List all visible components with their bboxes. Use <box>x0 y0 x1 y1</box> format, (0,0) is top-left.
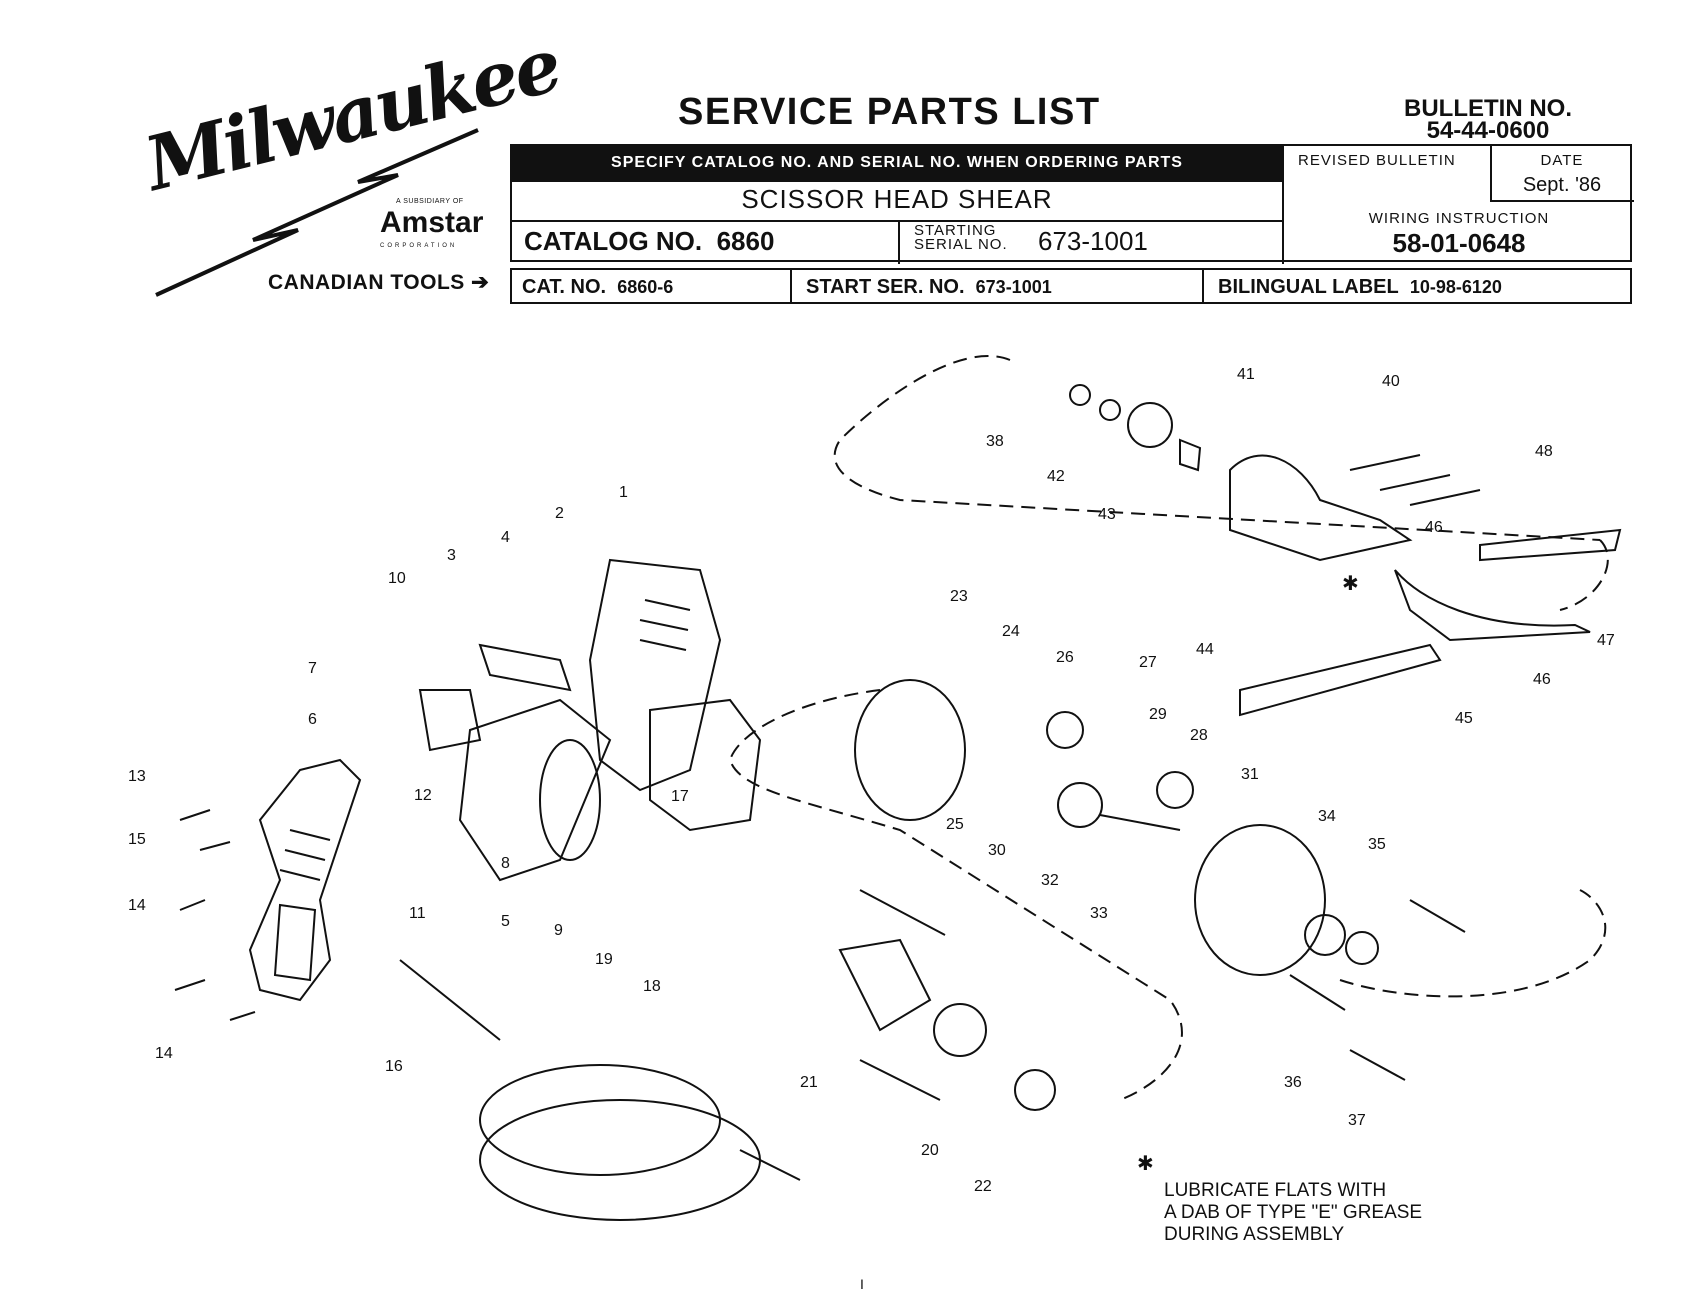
callout-46b: 46 <box>1533 671 1551 688</box>
bilingual-label: BILINGUAL LABEL 10-98-6120 <box>1218 276 1502 298</box>
canadian-row: CAT. NO. 6860-6 START SER. NO. 673-1001 … <box>510 268 1632 304</box>
callout-5: 5 <box>501 913 510 930</box>
date-label: DATE <box>1540 152 1584 169</box>
callout-28: 28 <box>1190 727 1208 744</box>
lightning-bolt-icon <box>155 128 479 297</box>
footer-mark: I <box>860 1276 864 1292</box>
callout-34: 34 <box>1318 808 1336 825</box>
callout-16: 16 <box>385 1058 403 1075</box>
callout-8: 8 <box>501 855 510 872</box>
callout-41: 41 <box>1237 366 1255 383</box>
page-title: SERVICE PARTS LIST <box>678 91 1101 133</box>
callout-43: 43 <box>1098 506 1116 523</box>
callout-19: 19 <box>595 951 613 968</box>
callout-11: 11 <box>409 905 426 922</box>
catalog-number: 6860 <box>716 226 775 256</box>
callout-14a: 14 <box>128 897 146 914</box>
ordering-instruction-bar: SPECIFY CATALOG NO. AND SERIAL NO. WHEN … <box>512 146 1282 180</box>
callout-29: 29 <box>1149 706 1167 723</box>
callout-7: 7 <box>308 660 317 677</box>
callout-48: 48 <box>1535 443 1553 460</box>
callout-17: 17 <box>671 788 689 805</box>
callout-10: 10 <box>388 570 406 587</box>
canadian-cat-no: CAT. NO. 6860-6 <box>522 276 674 298</box>
bulletin-block: BULLETIN NO. 54-44-0600 <box>1378 95 1598 144</box>
bulletin-label: BULLETIN NO. <box>1404 95 1572 122</box>
lubrication-note: LUBRICATE FLATS WITH A DAB OF TYPE "E" G… <box>1164 1180 1422 1246</box>
catalog-label: CATALOG NO. 6860 <box>524 226 775 256</box>
bulletin-number: 54-44-0600 <box>1426 117 1550 144</box>
callout-32: 32 <box>1041 872 1059 889</box>
callout-27: 27 <box>1139 654 1157 671</box>
callout-33: 33 <box>1090 905 1108 922</box>
callout-9: 9 <box>554 922 563 939</box>
callout-6: 6 <box>308 711 317 728</box>
callout-38: 38 <box>986 433 1004 450</box>
exploded-parts-diagram: ✱ ✱ <box>174 355 1622 1221</box>
starting-serial-label: STARTING SERIAL NO. <box>914 222 1008 253</box>
callout-26: 26 <box>1056 649 1074 666</box>
corporation-text: CORPORATION <box>380 243 458 249</box>
callout-31: 31 <box>1241 766 1259 783</box>
header-table: SPECIFY CATALOG NO. AND SERIAL NO. WHEN … <box>510 144 1634 264</box>
wiring-number: 58-01-0648 <box>1392 228 1526 258</box>
callout-14b: 14 <box>155 1045 173 1062</box>
callout-13: 13 <box>128 768 146 785</box>
callout-36: 36 <box>1284 1074 1302 1091</box>
callout-40: 40 <box>1382 373 1400 390</box>
arrow-right-icon: ➔ <box>471 271 490 294</box>
callout-45: 45 <box>1455 710 1473 727</box>
note-line-2: A DAB OF TYPE "E" GREASE <box>1164 1202 1423 1223</box>
asterisk-icon: ✱ <box>1137 1153 1154 1175</box>
callout-24: 24 <box>1002 623 1020 640</box>
note-line-3: DURING ASSEMBLY <box>1164 1224 1345 1245</box>
date-value: Sept. '86 <box>1522 174 1602 196</box>
asterisk-icon: ✱ <box>1342 573 1359 595</box>
callout-44: 44 <box>1196 641 1214 658</box>
milwaukee-logo: Milwaukee A SUBSIDIARY OF Amstar CORPORA… <box>137 22 567 310</box>
callout-47: 47 <box>1597 632 1615 649</box>
callout-2: 2 <box>555 505 564 522</box>
callout-46a: 46 <box>1425 519 1443 536</box>
callout-21: 21 <box>800 1074 818 1091</box>
callout-30: 30 <box>988 842 1006 859</box>
subsidiary-text: A SUBSIDIARY OF <box>396 198 464 205</box>
callout-25: 25 <box>946 816 964 833</box>
callout-42: 42 <box>1047 468 1065 485</box>
starting-serial-number: 673-1001 <box>1038 226 1148 256</box>
callout-15: 15 <box>128 831 146 848</box>
canadian-tools-label: CANADIAN TOOLS ➔ <box>268 271 490 294</box>
revised-bulletin-label: REVISED BULLETIN <box>1298 152 1456 169</box>
wiring-label: WIRING INSTRUCTION <box>1368 210 1550 227</box>
callout-37: 37 <box>1348 1112 1366 1129</box>
callout-12: 12 <box>414 787 432 804</box>
callout-4: 4 <box>501 529 510 546</box>
canadian-start-ser-no: START SER. NO. 673-1001 <box>806 276 1052 298</box>
callout-3: 3 <box>447 547 456 564</box>
callout-18: 18 <box>643 978 661 995</box>
note-line-1: LUBRICATE FLATS WITH <box>1164 1180 1387 1201</box>
callout-1: 1 <box>619 484 628 501</box>
product-name: SCISSOR HEAD SHEAR <box>741 184 1053 214</box>
amstar-wordmark: Amstar <box>380 206 484 239</box>
callout-35: 35 <box>1368 836 1386 853</box>
callout-23: 23 <box>950 588 968 605</box>
callout-20: 20 <box>921 1142 939 1159</box>
callout-22: 22 <box>974 1178 992 1195</box>
